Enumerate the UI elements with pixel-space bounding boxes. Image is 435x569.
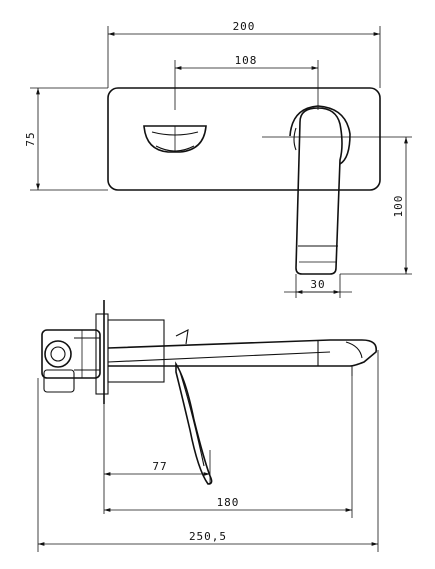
plate-cover	[107, 319, 165, 383]
dimension-handle-width: 30	[284, 274, 352, 298]
dimension-overall-length-label: 250,5	[189, 530, 227, 543]
dimension-handle-width-label: 30	[310, 278, 325, 291]
spout-side	[107, 339, 378, 376]
dimension-spout-projection-label: 180	[217, 496, 240, 509]
dimension-spout-offset-label: 108	[235, 54, 258, 67]
side-view: 77 180 250,5	[37, 300, 379, 552]
lever-side	[175, 329, 213, 485]
dimension-plate-height-label: 75	[24, 131, 37, 146]
spout-outlet	[143, 125, 207, 153]
dimension-handle-reach-label: 77	[152, 460, 167, 473]
dimension-spout-projection: 180	[104, 366, 353, 518]
concealed-body	[41, 329, 101, 393]
lever-handle	[289, 105, 351, 275]
dimension-top-width-label: 200	[233, 20, 256, 33]
dimension-plate-height: 75	[24, 87, 108, 191]
dimension-handle-height: 100	[262, 136, 412, 275]
dimension-handle-height-label: 100	[392, 195, 405, 218]
dimension-overall-length: 250,5	[37, 350, 379, 552]
dimension-handle-reach: 77	[103, 404, 211, 514]
dimension-spout-offset: 108	[174, 54, 319, 110]
plate-flange	[95, 313, 109, 395]
dimension-top-width: 200	[107, 20, 381, 88]
front-view: 200 108 75 100 30	[24, 20, 412, 298]
wall-plate	[107, 87, 381, 191]
